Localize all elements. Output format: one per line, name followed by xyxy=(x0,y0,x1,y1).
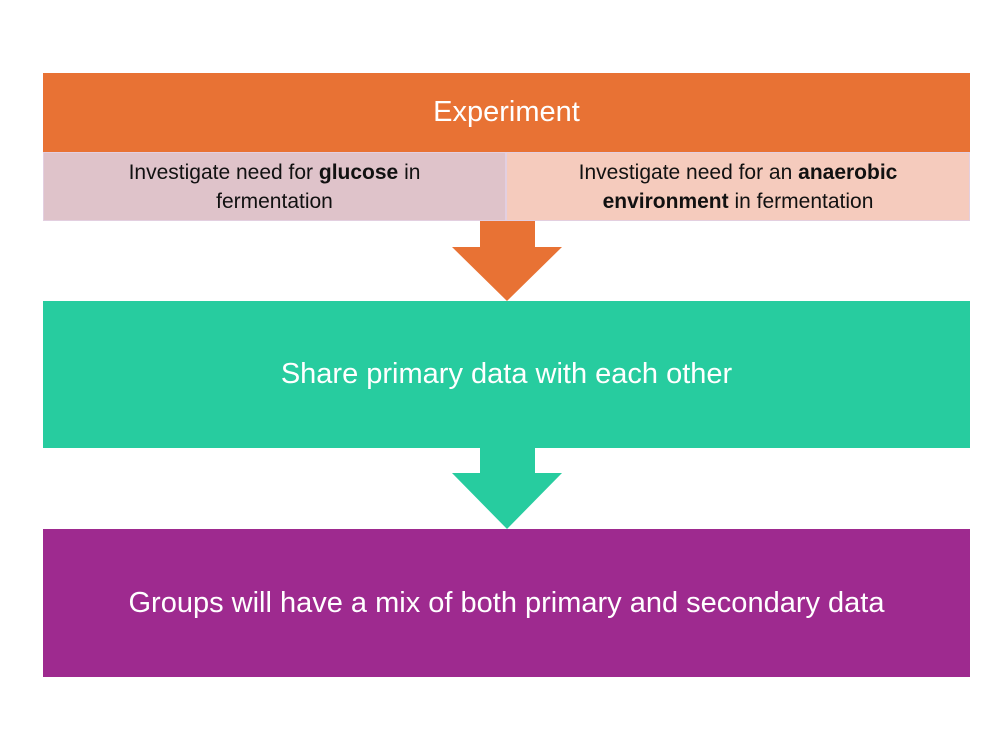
branch-text-pre: Investigate need for xyxy=(128,160,319,184)
branch-glucose-text: Investigate need for glucose in fermenta… xyxy=(95,158,455,216)
branch-text-bold: anaerobic environment xyxy=(602,160,898,213)
mixed-data-text: Groups will have a mix of both primary a… xyxy=(128,586,885,619)
branch-text-bold: glucose xyxy=(318,160,399,184)
experiment-title: Experiment xyxy=(433,96,580,128)
branch-text-pre: Investigate need for an xyxy=(578,160,799,184)
branch-anaerobic-text: Investigate need for an anaerobic enviro… xyxy=(548,158,928,216)
branch-glucose: Investigate need for glucose in fermenta… xyxy=(43,152,506,221)
share-data-text: Share primary data with each other xyxy=(280,358,733,390)
branch-anaerobic: Investigate need for an anaerobic enviro… xyxy=(506,152,970,221)
experiment-header: Experiment xyxy=(43,73,970,152)
down-arrow-icon xyxy=(452,448,562,529)
down-arrow-icon xyxy=(452,221,562,301)
branch-text-post: in fermentation xyxy=(728,189,874,213)
share-data-step: Share primary data with each other xyxy=(43,301,970,448)
mixed-data-step: Groups will have a mix of both primary a… xyxy=(43,529,970,677)
branch-text-post: in fermentation xyxy=(216,160,421,213)
